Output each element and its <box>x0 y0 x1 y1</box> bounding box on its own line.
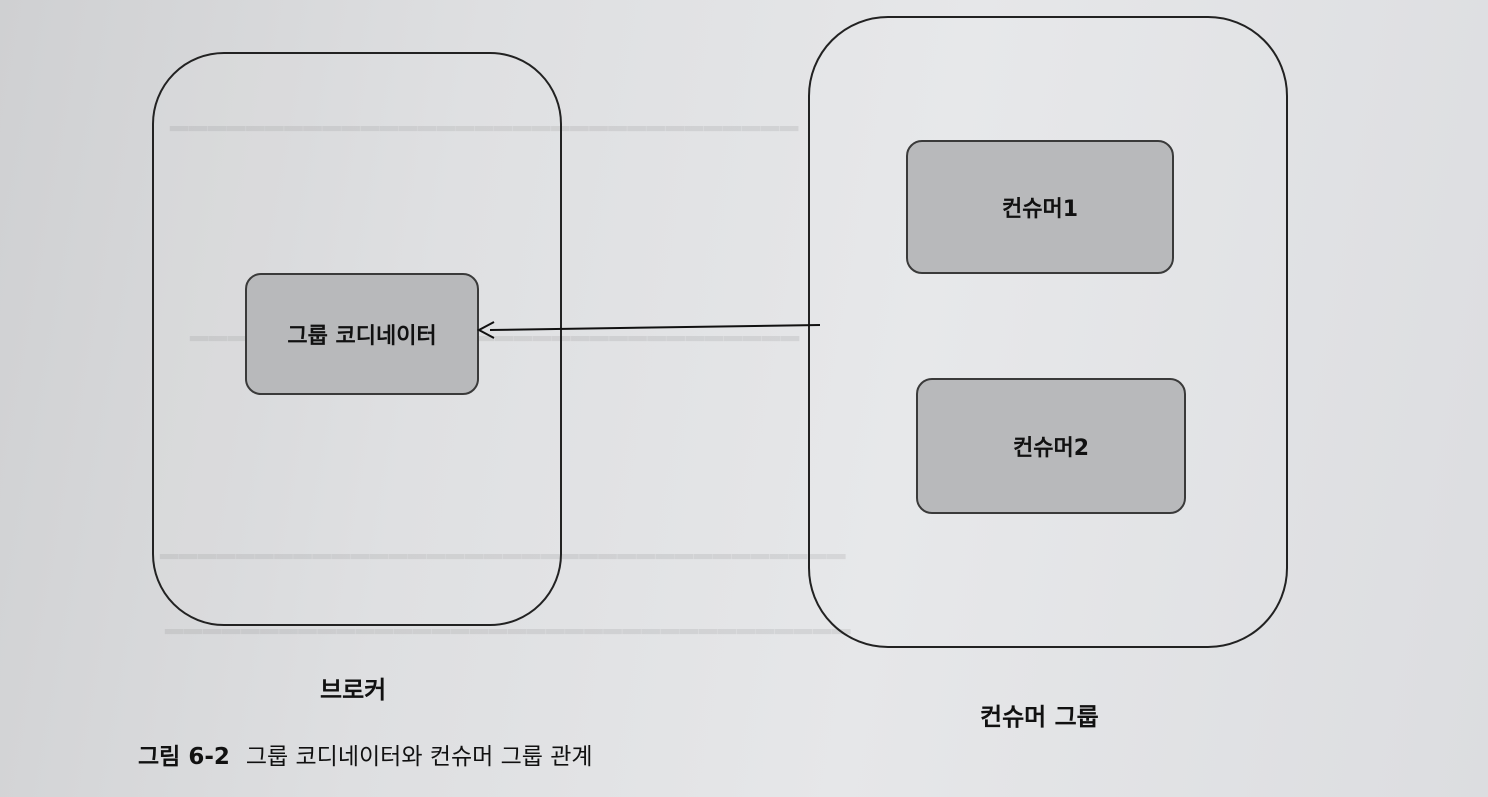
consumer-group-label: 컨슈머 그룹 <box>980 703 1099 731</box>
figure-caption: 그림 6-2 그룹 코디네이터와 컨슈머 그룹 관계 <box>138 737 593 771</box>
group-coordinator-node: 그룹 코디네이터 <box>245 273 479 395</box>
consumer-2-label: 컨슈머2 <box>1012 436 1090 461</box>
bleed-through-text: ━━━━━━━━━━━━━━━━━━━━━━━━━━━━━━━━━ <box>170 112 800 147</box>
consumer-node-1: 컨슈머1 <box>906 140 1174 274</box>
figure-caption-text: 그룹 코디네이터와 컨슈머 그룹 관계 <box>245 744 593 770</box>
broker-label: 브로커 <box>320 676 387 704</box>
consumer-group-container <box>808 16 1288 648</box>
consumer-1-label: 컨슈머1 <box>1001 197 1079 222</box>
consumer-node-2: 컨슈머2 <box>916 378 1186 514</box>
group-coordinator-label: 그룹 코디네이터 <box>287 324 437 349</box>
figure-number: 그림 6-2 <box>138 744 230 770</box>
